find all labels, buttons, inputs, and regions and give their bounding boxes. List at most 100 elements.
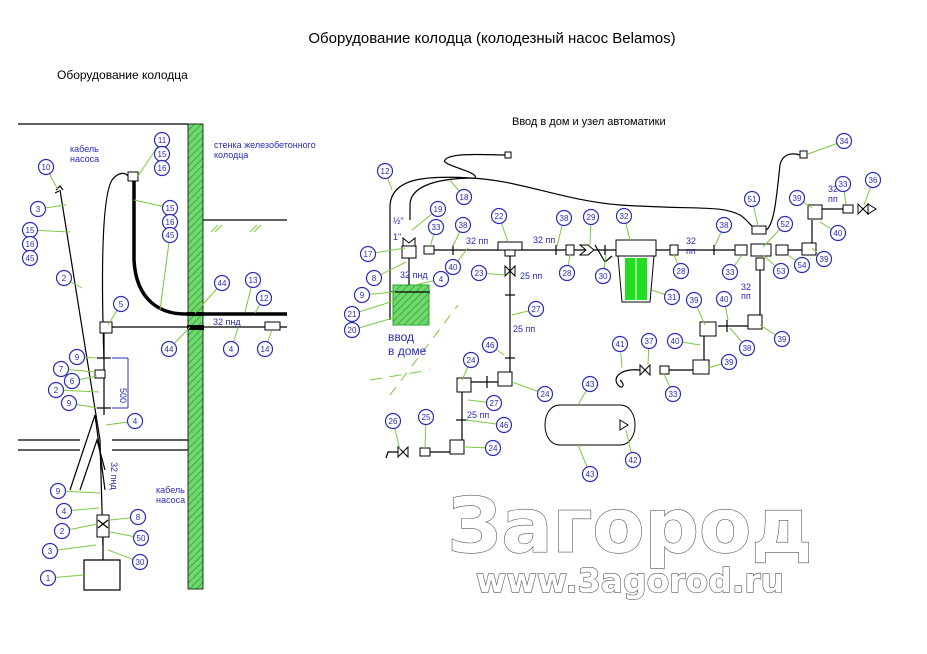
callout-7: 7 <box>52 360 96 378</box>
pipe-32pp-label-2: 32 пп <box>533 235 555 245</box>
house-entry-label-b: в доме <box>388 344 427 358</box>
wall-label-b: колодца <box>214 150 248 160</box>
pipe-32pp-label-1: 32 пп <box>466 236 488 246</box>
callout-number: 15 <box>166 204 175 213</box>
callout-number: 4 <box>229 345 234 354</box>
callout-20: 20 <box>343 314 404 339</box>
callout-25: 25 <box>417 408 435 449</box>
left-section-title: Оборудование колодца <box>57 68 188 82</box>
callout-36: 36 <box>863 171 882 206</box>
callout-circle <box>343 305 361 323</box>
callout-45: 45 <box>21 249 39 267</box>
callout-number: 33 <box>839 180 848 189</box>
callout-number: 22 <box>495 212 504 221</box>
callout-circle <box>743 190 761 208</box>
callout-2: 2 <box>47 381 100 399</box>
callout-circle <box>666 332 684 350</box>
callout-41: 41 <box>611 335 629 369</box>
callout-number: 2 <box>54 386 59 395</box>
callout-number: 9 <box>360 291 365 300</box>
callout-45: 45 <box>159 226 179 311</box>
callout-number: 40 <box>720 295 729 304</box>
callout-51: 51 <box>743 190 761 227</box>
callout-circle <box>864 171 882 189</box>
callout-number: 24 <box>541 390 550 399</box>
callout-circle <box>429 200 447 218</box>
callout-29: 29 <box>582 208 600 246</box>
callout-4: 4 <box>222 327 240 358</box>
callout-number: 4 <box>133 417 138 426</box>
callout-circle <box>222 340 240 358</box>
callout-circle <box>365 269 383 287</box>
wall-label-a: стенка железобетонного <box>214 140 316 150</box>
callout-circle <box>776 215 794 233</box>
callout-circle <box>720 353 738 371</box>
callout-number: 10 <box>42 163 51 172</box>
callout-circle <box>52 360 70 378</box>
callout-28: 28 <box>672 254 690 280</box>
callout-circle <box>454 216 472 234</box>
callout-circle <box>161 226 179 244</box>
callout-number: 53 <box>777 267 786 276</box>
callout-53: 53 <box>762 254 790 280</box>
callout-number: 33 <box>726 268 735 277</box>
well-concrete-wall <box>187 123 204 590</box>
callout-number: 30 <box>136 558 145 567</box>
callout-number: 44 <box>218 279 227 288</box>
callout-circle <box>834 175 852 193</box>
callout-circle <box>536 385 554 403</box>
callout-number: 25 <box>422 413 431 422</box>
callout-9: 9 <box>49 482 101 500</box>
callout-33: 33 <box>834 175 852 205</box>
pipe-32pp-label-5b: пп <box>828 194 838 204</box>
callout-circle <box>640 332 658 350</box>
callout-27: 27 <box>467 394 503 412</box>
callout-number: 38 <box>459 221 468 230</box>
callout-number: 16 <box>158 164 167 173</box>
callout-3: 3 <box>29 200 67 218</box>
callout-50: 50 <box>109 529 150 547</box>
callout-number: 16 <box>26 240 35 249</box>
callout-number: 30 <box>599 272 608 281</box>
callout-number: 15 <box>158 150 167 159</box>
callout-circle <box>60 394 78 412</box>
callout-40: 40 <box>715 290 733 321</box>
callout-31: 31 <box>651 288 681 306</box>
callout-number: 1 <box>46 574 51 583</box>
callout-circle <box>721 263 739 281</box>
callout-number: 27 <box>532 305 541 314</box>
callout-28: 28 <box>558 254 576 282</box>
callout-circle <box>55 269 73 287</box>
callout-8: 8 <box>109 508 147 526</box>
callout-number: 29 <box>587 213 596 222</box>
callout-number: 18 <box>460 193 469 202</box>
callout-number: 50 <box>137 534 146 543</box>
inch-label: 1" <box>393 232 401 242</box>
house-entry-sleeve <box>392 284 430 326</box>
callout-26: 26 <box>384 412 402 451</box>
callout-34: 34 <box>807 132 853 155</box>
callout-circle <box>39 569 57 587</box>
callout-52: 52 <box>762 215 794 248</box>
callout-24: 24 <box>461 351 480 381</box>
well-section <box>18 123 287 591</box>
callout-number: 39 <box>820 255 829 264</box>
callout-15: 15 <box>21 221 71 239</box>
callout-circle <box>815 250 833 268</box>
callout-2: 2 <box>55 269 83 289</box>
callout-number: 12 <box>260 294 269 303</box>
callout-circle <box>21 249 39 267</box>
callout-number: 34 <box>840 137 849 146</box>
callout-number: 9 <box>56 487 61 496</box>
callout-number: 38 <box>720 221 729 230</box>
callout-number: 28 <box>563 269 572 278</box>
callout-circle <box>663 288 681 306</box>
cable-pump-label-1a: кабель <box>70 144 99 154</box>
callout-39: 39 <box>759 324 791 348</box>
callout-number: 45 <box>166 231 175 240</box>
callout-circle <box>484 439 502 457</box>
callout-circle <box>359 245 377 263</box>
callout-circle <box>353 286 371 304</box>
callout-number: 12 <box>381 167 390 176</box>
